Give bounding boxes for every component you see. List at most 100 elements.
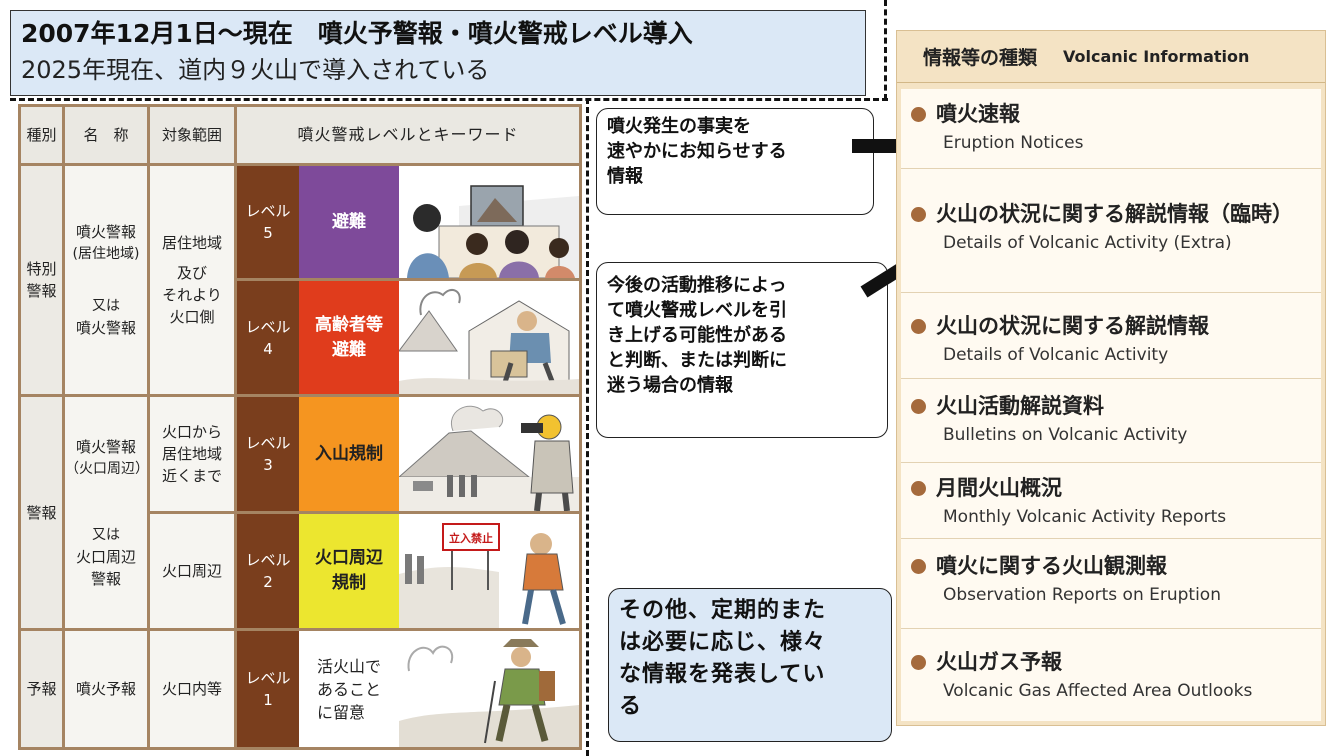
level-4-number: 4 — [263, 339, 273, 358]
info-item-jp: 月間火山概況 — [936, 476, 1062, 500]
callout-3-line2: は必要に応じ、様々 — [619, 630, 827, 655]
info-types-panel: 情報等の種類 Volcanic Information 噴火速報 Eruptio… — [896, 30, 1326, 726]
callout-2-line2: て噴火警戒レベルを引 — [607, 300, 787, 321]
level-4-keyword: 高齢者等 避難 — [299, 281, 399, 394]
info-item-jp: 噴火に関する火山観測報 — [936, 554, 1167, 578]
name-special-paren: (居住地域) — [72, 246, 140, 262]
callout-eruption-notice: 噴火発生の事実を 速やかにお知らせする 情報 — [596, 108, 874, 215]
callout-3-line1: その他、定期的また — [619, 598, 827, 623]
callout-1-line2: 速やかにお知らせする — [607, 141, 787, 162]
scope-level-3: 火口から 居住地域 近くまで — [150, 397, 234, 511]
level-3-text: レベル — [245, 434, 291, 452]
bullet-dot-icon — [911, 318, 926, 334]
alert-level-table: 種別 名 称 対象範囲 噴火警戒レベルとキーワード 特別 警報 噴火警報 (居住… — [18, 104, 582, 750]
scope-special-3: それより — [162, 286, 222, 304]
page-title: 2007年12月1日～現在 噴火予警報・噴火警戒レベル導入 — [21, 19, 693, 48]
scope-level3-3: 近くまで — [161, 467, 222, 485]
category-forecast: 予報 — [21, 631, 62, 747]
scope-special-warning: 居住地域 及び それより 火口側 — [150, 166, 234, 394]
info-item-jp: 火山活動解説資料 — [936, 394, 1104, 418]
level-1-keyword-line1: 活火山で — [316, 656, 381, 676]
level-1-number: 1 — [263, 691, 273, 709]
bullet-dot-icon — [911, 480, 926, 496]
bullet-dot-icon — [911, 398, 926, 414]
bullet-dot-icon — [911, 558, 926, 574]
active-volcano-hiker-illustration — [399, 631, 579, 747]
dashed-divider-right — [884, 0, 887, 100]
info-panel-title-jp: 情報等の種類 — [923, 47, 1038, 69]
callout-2-line3: き上げる可能性がある — [607, 325, 787, 346]
info-item-gas-outlooks: 火山ガス予報 Volcanic Gas Affected Area Outloo… — [901, 629, 1321, 721]
name-warning-alt-1: 又は — [92, 526, 120, 543]
info-item-en: Bulletins on Volcanic Activity — [943, 425, 1188, 445]
name-warning-paren: （火口周辺） — [65, 460, 149, 477]
level-2-label: レベル 2 — [237, 514, 299, 628]
level-5-illustration — [399, 166, 579, 278]
level-1-keyword: 活火山で あること に留意 — [299, 631, 399, 747]
scope-level-2: 火口周辺 — [150, 514, 234, 628]
dashed-divider-top — [10, 98, 888, 101]
info-item-observation-reports: 噴火に関する火山観測報 Observation Reports on Erupt… — [901, 539, 1321, 629]
callout-3-line4: る — [619, 694, 643, 719]
mountain-entry-restriction-illustration — [399, 397, 579, 511]
callout-1-line1: 噴火発生の事実を — [607, 116, 751, 137]
info-item-bulletins: 火山活動解説資料 Bulletins on Volcanic Activity — [901, 379, 1321, 463]
level-2-keyword-line2: 規制 — [332, 573, 366, 593]
evacuation-illustration — [399, 166, 579, 278]
scope-special-2: 及び — [176, 264, 207, 282]
level-4-label: レベル 4 — [237, 281, 299, 394]
elderly-evacuation-illustration — [399, 281, 579, 394]
info-panel-header: 情報等の種類 Volcanic Information — [897, 31, 1325, 83]
level-5-number: 5 — [263, 224, 273, 242]
level-4-text: レベル — [245, 317, 291, 336]
callout-2-line4: と判断、または判断に — [607, 350, 787, 371]
level-4-illustration — [399, 281, 579, 394]
header-level-keyword: 噴火警戒レベルとキーワード — [237, 107, 579, 163]
scope-level3-1: 火口から — [161, 423, 222, 441]
info-list: 噴火速報 Eruption Notices 火山の状況に関する解説情報（臨時） … — [901, 89, 1321, 721]
info-item-jp: 噴火速報 — [936, 102, 1020, 126]
bullet-dot-icon — [911, 206, 926, 222]
callout-other-info: その他、定期的また は必要に応じ、様々 な情報を発表してい る — [608, 588, 892, 742]
level-2-illustration: 立入禁止 — [399, 514, 579, 628]
dashed-divider-middle — [586, 98, 589, 756]
level-3-label: レベル 3 — [237, 397, 299, 511]
level-3-number: 3 — [263, 456, 273, 474]
level-5-label: レベル 5 — [237, 166, 299, 278]
info-item-en: Observation Reports on Eruption — [943, 585, 1221, 605]
info-item-eruption-notices: 噴火速報 Eruption Notices — [901, 89, 1321, 169]
info-item-en: Monthly Volcanic Activity Reports — [943, 507, 1227, 527]
info-item-en: Details of Volcanic Activity — [943, 345, 1169, 365]
info-item-en: Details of Volcanic Activity (Extra) — [943, 233, 1232, 253]
level-1-keyword-line3: に留意 — [316, 702, 365, 722]
callout-2-line5: 迷う場合の情報 — [607, 375, 733, 396]
scope-special-4: 火口側 — [169, 308, 215, 326]
name-warning: 噴火警報 （火口周辺） 又は 火口周辺 警報 — [65, 397, 149, 628]
level-1-label: レベル 1 — [237, 631, 299, 747]
level-5-text: レベル — [245, 202, 291, 220]
info-item-details-extra: 火山の状況に関する解説情報（臨時） Details of Volcanic Ac… — [901, 169, 1321, 293]
bullet-dot-icon — [911, 654, 926, 670]
info-item-en: Volcanic Gas Affected Area Outlooks — [943, 681, 1253, 701]
level-5-keyword-line1: 避難 — [332, 211, 366, 232]
info-item-monthly-reports: 月間火山概況 Monthly Volcanic Activity Reports — [901, 463, 1321, 539]
level-2-keyword: 火口周辺 規制 — [299, 514, 399, 628]
scope-special-1: 居住地域 — [161, 234, 222, 252]
info-panel-title-en: Volcanic Information — [1063, 47, 1250, 66]
scope-level3-2: 居住地域 — [161, 445, 222, 463]
level-1-text: レベル — [245, 669, 291, 687]
category-special-line2: 警報 — [26, 282, 57, 300]
name-warning-alt-3: 警報 — [90, 569, 121, 588]
level-3-illustration — [399, 397, 579, 511]
callout-extra-details: 今後の活動推移によっ て噴火警戒レベルを引 き上げる可能性がある と判断、または… — [596, 262, 888, 438]
callout-2-line1: 今後の活動推移によっ — [607, 275, 787, 296]
callout-3-line3: な情報を発表してい — [619, 662, 826, 687]
page-subtitle: 2025年現在、道内９火山で導入されている — [21, 56, 490, 84]
crater-area-restriction-illustration: 立入禁止 — [399, 514, 579, 628]
level-1-keyword-line2: あること — [316, 679, 381, 699]
name-forecast: 噴火予報 — [65, 631, 147, 747]
info-item-en: Eruption Notices — [943, 133, 1084, 153]
name-special-alt-2: 噴火警報 — [75, 319, 136, 337]
info-item-jp: 火山ガス予報 — [936, 650, 1062, 674]
category-special-line1: 特別 — [26, 260, 57, 278]
